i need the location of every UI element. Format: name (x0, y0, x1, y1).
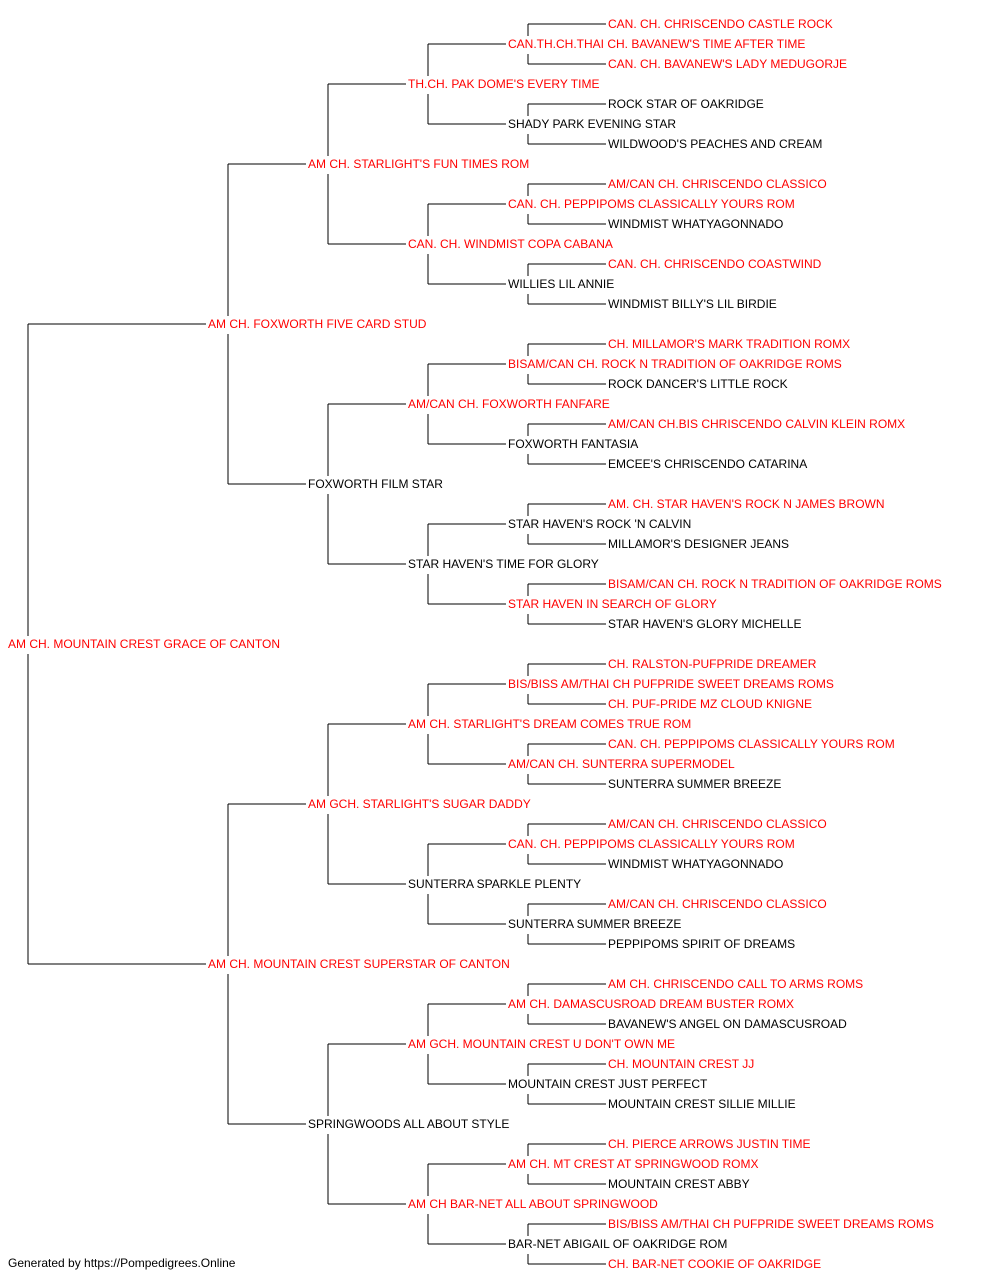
dam-name: STAR HAVEN IN SEARCH OF GLORY (508, 597, 717, 611)
pedigree-connector-lines (27, 23, 606, 1265)
subject-name: AM CH. MOUNTAIN CREST GRACE OF CANTON (8, 637, 280, 651)
dam-name: SHADY PARK EVENING STAR (508, 117, 676, 131)
dam-name: AM CH BAR-NET ALL ABOUT SPRINGWOOD (408, 1197, 658, 1211)
sire-name: CAN. CH. CHRISCENDO CASTLE ROCK (608, 17, 833, 31)
dam-name: CAN. CH. WINDMIST COPA CABANA (408, 237, 613, 251)
dam-name: AM CH. MOUNTAIN CREST SUPERSTAR OF CANTO… (208, 957, 510, 971)
sire-name: CAN. CH. PEPPIPOMS CLASSICALLY YOURS ROM (508, 197, 795, 211)
dam-name: FOXWORTH FANTASIA (508, 437, 638, 451)
dam-name: SUNTERRA SPARKLE PLENTY (408, 877, 581, 891)
dam-name: AM/CAN CH. SUNTERRA SUPERMODEL (508, 757, 735, 771)
sire-name: BIS/BISS AM/THAI CH PUFPRIDE SWEET DREAM… (608, 1217, 934, 1231)
sire-name: AM/CAN CH. FOXWORTH FANFARE (408, 397, 610, 411)
dam-name: STAR HAVEN'S TIME FOR GLORY (408, 557, 599, 571)
sire-name: CAN. CH. CHRISCENDO COASTWIND (608, 257, 822, 271)
dam-name: FOXWORTH FILM STAR (308, 477, 443, 491)
sire-name: CAN. CH. PEPPIPOMS CLASSICALLY YOURS ROM (608, 737, 895, 751)
dam-name: WILLIES LIL ANNIE (508, 277, 614, 291)
sire-name: AM/CAN CH. CHRISCENDO CLASSICO (608, 177, 827, 191)
sire-name: CH. MOUNTAIN CREST JJ (608, 1057, 754, 1071)
dam-name: BAVANEW'S ANGEL ON DAMASCUSROAD (608, 1017, 847, 1031)
sire-name: AM CH. MT CREST AT SPRINGWOOD ROMX (508, 1157, 758, 1171)
sire-name: BIS/BISS AM/THAI CH PUFPRIDE SWEET DREAM… (508, 677, 834, 691)
sire-name: AM CH. FOXWORTH FIVE CARD STUD (208, 317, 427, 331)
dam-name: CH. BAR-NET COOKIE OF OAKRIDGE (608, 1257, 821, 1271)
dam-name: WINDMIST BILLY'S LIL BIRDIE (608, 297, 777, 311)
sire-name: AM. CH. STAR HAVEN'S ROCK N JAMES BROWN (608, 497, 885, 511)
dam-name: SUNTERRA SUMMER BREEZE (508, 917, 681, 931)
dam-name: STAR HAVEN'S GLORY MICHELLE (608, 617, 801, 631)
sire-name: AM CH. CHRISCENDO CALL TO ARMS ROMS (608, 977, 863, 991)
sire-name: AM/CAN CH. CHRISCENDO CLASSICO (608, 897, 827, 911)
dam-name: CAN. CH. BAVANEW'S LADY MEDUGORJE (608, 57, 847, 71)
dam-name: CH. PUF-PRIDE MZ CLOUD KNIGNE (608, 697, 812, 711)
sire-name: ROCK STAR OF OAKRIDGE (608, 97, 764, 111)
sire-name: CAN.TH.CH.THAI CH. BAVANEW'S TIME AFTER … (508, 37, 805, 51)
dam-name: ROCK DANCER'S LITTLE ROCK (608, 377, 788, 391)
sire-name: AM/CAN CH. CHRISCENDO CLASSICO (608, 817, 827, 831)
dam-name: WINDMIST WHATYAGONNADO (608, 217, 783, 231)
sire-name: CAN. CH. PEPPIPOMS CLASSICALLY YOURS ROM (508, 837, 795, 851)
pedigree-names: AM CH. MOUNTAIN CREST GRACE OF CANTON AM … (8, 17, 942, 1271)
dam-name: SPRINGWOODS ALL ABOUT STYLE (308, 1117, 509, 1131)
sire-name: AM CH. STARLIGHT'S FUN TIMES ROM (308, 157, 529, 171)
dam-name: EMCEE'S CHRISCENDO CATARINA (608, 457, 807, 471)
sire-name: AM CH. DAMASCUSROAD DREAM BUSTER ROMX (508, 997, 794, 1011)
sire-name: AM/CAN CH.BIS CHRISCENDO CALVIN KLEIN RO… (608, 417, 905, 431)
sire-name: AM GCH. MOUNTAIN CREST U DON'T OWN ME (408, 1037, 675, 1051)
sire-name: CH. PIERCE ARROWS JUSTIN TIME (608, 1137, 810, 1151)
dam-name: MOUNTAIN CREST ABBY (608, 1177, 750, 1191)
sire-name: BISAM/CAN CH. ROCK N TRADITION OF OAKRID… (608, 577, 942, 591)
dam-name: SUNTERRA SUMMER BREEZE (608, 777, 781, 791)
dam-name: MILLAMOR'S DESIGNER JEANS (608, 537, 789, 551)
sire-name: CH. RALSTON-PUFPRIDE DREAMER (608, 657, 817, 671)
dam-name: PEPPIPOMS SPIRIT OF DREAMS (608, 937, 795, 951)
sire-name: CH. MILLAMOR'S MARK TRADITION ROMX (608, 337, 850, 351)
generated-by-footer: Generated by https://Pompedigrees.Online (8, 1256, 236, 1270)
sire-name: AM CH. STARLIGHT'S DREAM COMES TRUE ROM (408, 717, 691, 731)
dam-name: MOUNTAIN CREST JUST PERFECT (508, 1077, 708, 1091)
dam-name: MOUNTAIN CREST SILLIE MILLIE (608, 1097, 796, 1111)
sire-name: BISAM/CAN CH. ROCK N TRADITION OF OAKRID… (508, 357, 842, 371)
sire-name: STAR HAVEN'S ROCK 'N CALVIN (508, 517, 691, 531)
sire-name: TH.CH. PAK DOME'S EVERY TIME (408, 77, 599, 91)
dam-name: BAR-NET ABIGAIL OF OAKRIDGE ROM (508, 1237, 727, 1251)
dam-name: WINDMIST WHATYAGONNADO (608, 857, 783, 871)
sire-name: AM GCH. STARLIGHT'S SUGAR DADDY (308, 797, 531, 811)
dam-name: WILDWOOD'S PEACHES AND CREAM (608, 137, 822, 151)
